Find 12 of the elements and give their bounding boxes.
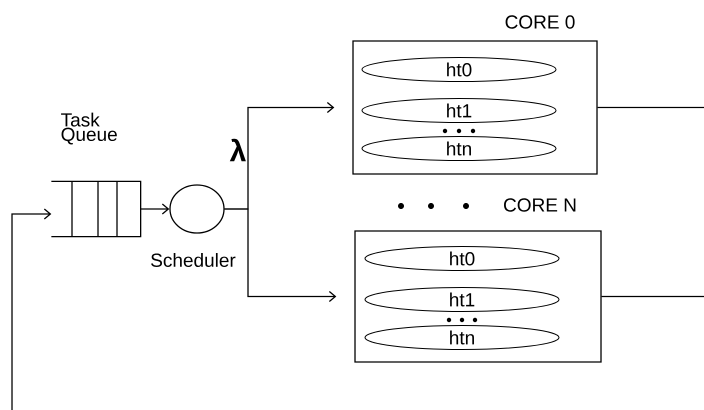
core-box	[352, 40, 598, 175]
node-caption: Scheduler	[151, 253, 236, 267]
lambda-label: λ	[230, 138, 246, 162]
queue-drawing	[51, 180, 142, 238]
arrow	[224, 208, 336, 302]
heading: CORE 0	[506, 15, 575, 29]
arrow	[140, 204, 170, 214]
heading: Task Queue	[61, 112, 117, 144]
heading: CORE N	[504, 198, 576, 212]
arrow	[11, 208, 52, 410]
core-box	[354, 230, 602, 363]
scheduler-circle	[169, 184, 225, 234]
